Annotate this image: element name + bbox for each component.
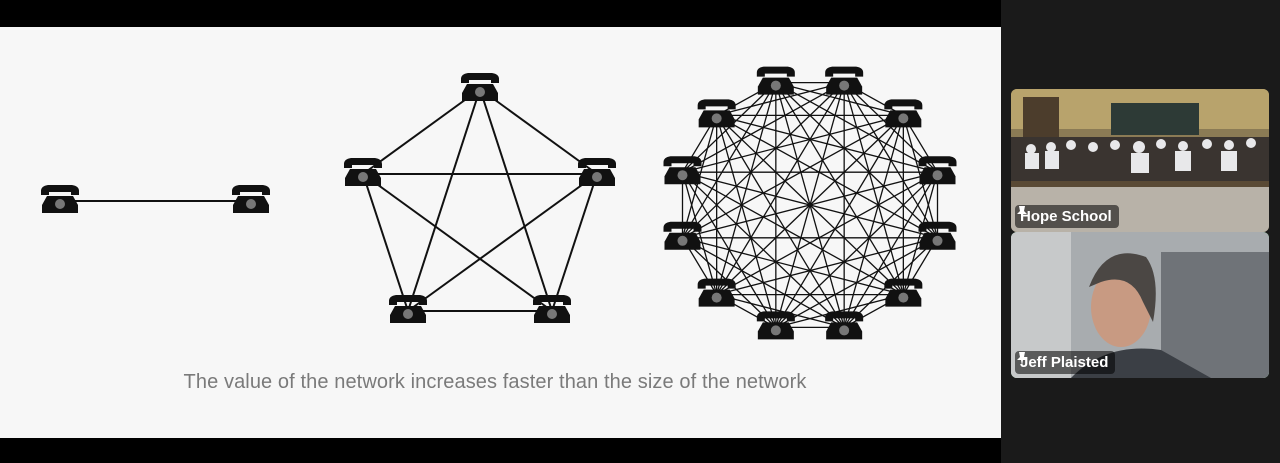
connection-line <box>716 115 777 328</box>
connection-line <box>479 88 598 175</box>
connection-line <box>716 81 845 117</box>
connection-line <box>681 171 777 328</box>
connection-line <box>775 82 904 295</box>
telephone-icon <box>756 311 795 340</box>
classroom-video-feed <box>1011 89 1269 232</box>
telephone-icon <box>461 73 499 101</box>
connection-line <box>716 114 938 173</box>
connection-line <box>716 82 845 295</box>
connection-line <box>362 173 409 312</box>
telephone-icon <box>825 66 864 95</box>
telephone-icon <box>884 278 923 307</box>
telephone-icon <box>389 295 427 323</box>
shared-screen: The value of the network increases faste… <box>0 27 1001 438</box>
connection-line <box>681 172 718 295</box>
connection-line <box>407 173 598 312</box>
twelve-phone-network <box>681 81 939 329</box>
telephone-icon <box>918 221 957 250</box>
video-tile-hope-school[interactable]: Hope School <box>1011 89 1269 232</box>
telephone-icon <box>697 278 736 307</box>
participant-name: Jeff Plaisted <box>1020 354 1109 371</box>
video-tile-jeff-plaisted[interactable]: Jeff Plaisted <box>1011 232 1269 378</box>
connection-line <box>362 173 553 312</box>
telephone-icon <box>697 99 736 128</box>
connection-line <box>775 115 904 328</box>
presentation-slide: The value of the network increases faste… <box>0 27 1001 438</box>
connection-line <box>682 114 904 239</box>
connection-line <box>682 171 845 328</box>
connection-line <box>716 114 904 296</box>
connection-line <box>407 88 481 312</box>
slide-caption: The value of the network increases faste… <box>183 371 807 393</box>
connection-line <box>716 293 845 329</box>
participant-name-tag: Hope School <box>1015 205 1119 228</box>
connection-line <box>682 114 904 173</box>
connection-line <box>551 173 598 312</box>
connection-line <box>716 114 938 239</box>
telephone-icon <box>756 66 795 95</box>
connection-line <box>716 237 938 296</box>
pin-icon <box>1017 352 1027 366</box>
telephone-icon <box>232 185 270 213</box>
connection-line <box>362 88 481 175</box>
connection-line <box>775 293 904 329</box>
telephone-icon <box>825 311 864 340</box>
telephone-icon <box>41 185 79 213</box>
five-phone-network <box>362 88 598 312</box>
network-diagrams <box>41 66 957 340</box>
connection-line <box>479 88 553 312</box>
pin-icon <box>1017 206 1027 220</box>
telephone-icon <box>533 295 571 323</box>
connection-line <box>716 115 845 328</box>
telephone-icon <box>918 156 957 185</box>
connection-line <box>682 237 904 296</box>
participant-name-tag: Jeff Plaisted <box>1015 351 1116 374</box>
connection-line <box>716 171 938 296</box>
telephone-icon <box>344 158 382 186</box>
telephone-icon <box>884 99 923 128</box>
participant-name: Hope School <box>1020 208 1112 225</box>
telephone-icon <box>578 158 616 186</box>
telephone-icon <box>663 221 702 250</box>
telephone-icon <box>663 156 702 185</box>
connection-line <box>682 171 904 296</box>
